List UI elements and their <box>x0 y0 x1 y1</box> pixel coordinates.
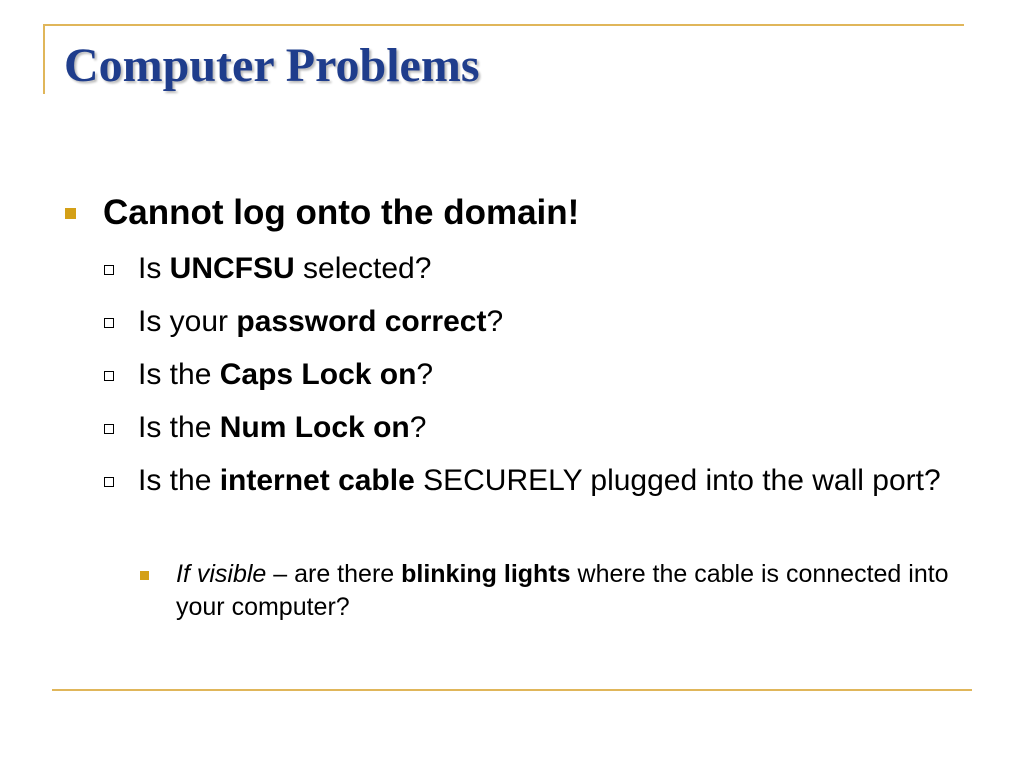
bullet-italic-text: If visible <box>176 560 267 588</box>
bullet-text: SECURELY plugged into the wall port? <box>414 464 941 497</box>
bullet-text: ? <box>409 411 427 444</box>
hollow-square-bullet-icon <box>104 265 114 275</box>
bullet-bold-text: Caps Lock on <box>219 358 417 391</box>
square-bullet-icon <box>65 208 76 219</box>
bullet-text: Is the <box>138 411 220 444</box>
bullet-num-lock: Is the Num Lock on? <box>138 409 426 447</box>
bullet-uncfsu: Is UNCFSU selected? <box>138 250 431 288</box>
square-bullet-icon <box>140 571 149 580</box>
bullet-text: Is your <box>138 305 237 338</box>
bullet-bold-text: Num Lock on <box>219 411 410 444</box>
bullet-text: ? <box>416 358 434 391</box>
bullet-internet-cable: Is the internet cable SECURELY plugged i… <box>138 462 968 500</box>
title-frame-horizontal-line <box>43 24 964 26</box>
bullet-text: Is the <box>138 358 220 391</box>
bullet-password: Is your password correct? <box>138 303 503 341</box>
bullet-text: ? <box>486 305 504 338</box>
bullet-text: Is the <box>138 464 220 497</box>
bullet-text: where the cable is connected into your c… <box>176 560 949 621</box>
hollow-square-bullet-icon <box>104 477 114 487</box>
hollow-square-bullet-icon <box>104 371 114 381</box>
slide-title: Computer Problems <box>64 39 480 92</box>
bullet-bold-text: internet cable <box>219 464 415 497</box>
bullet-blinking-lights: If visible – are there blinking lights w… <box>176 558 966 624</box>
bullet-bold-text: UNCFSU <box>169 252 295 285</box>
bullet-text: selected? <box>294 252 432 285</box>
hollow-square-bullet-icon <box>104 424 114 434</box>
title-frame-vertical-line <box>43 24 45 94</box>
bullet-bold-text: blinking lights <box>401 560 571 588</box>
bullet-text: Is <box>138 252 170 285</box>
hollow-square-bullet-icon <box>104 318 114 328</box>
bullet-text: – are there <box>266 560 402 588</box>
footer-divider-line <box>52 689 972 691</box>
bullet-main: Cannot log onto the domain! <box>103 193 580 232</box>
bullet-bold-text: password correct <box>236 305 487 338</box>
bullet-caps-lock: Is the Caps Lock on? <box>138 356 433 394</box>
